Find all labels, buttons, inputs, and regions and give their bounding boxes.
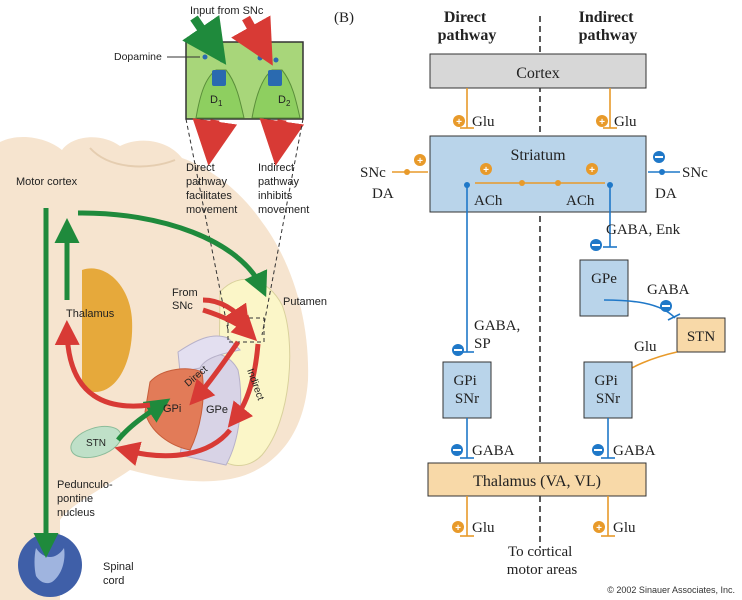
excitatory-icon (593, 521, 605, 533)
d1-label: D1 (210, 94, 223, 108)
stn-glu-label: Glu (634, 339, 657, 355)
gpe-box (579, 259, 629, 317)
gpi-shape (144, 368, 204, 451)
thalamus-box-label: Thalamus (VA, VL) (473, 473, 601, 490)
svg-text:+: + (596, 523, 602, 534)
panel-a: Input from SNc Dopamine D1 D2 Direct pat… (0, 5, 327, 600)
striatum-label: Striatum (510, 147, 566, 164)
brain-fold (89, 147, 176, 168)
from-snc-label: From SNc (172, 287, 201, 312)
gpi-snr-indirect-box (583, 361, 633, 419)
cortex-glu-left: Glu (472, 114, 495, 130)
stn-to-gpi-arrow (116, 398, 171, 442)
stn-label: STN (86, 438, 106, 449)
panel-b-label: (B) (334, 10, 354, 26)
gpi-label: GPi (163, 403, 181, 415)
putamen-to-gpi-arrow (189, 340, 241, 406)
indirect-caption: Indirect pathway inhibits movement (258, 162, 309, 216)
cortex-label: Cortex (516, 65, 560, 82)
svg-text:+: + (483, 165, 489, 176)
excitatory-icon: + + (453, 115, 608, 128)
cortex-glu-right: Glu (614, 114, 637, 130)
ppn-label: Pedunculo- pontine nucleus (57, 479, 116, 519)
cortex-to-putamen-arrow (77, 210, 268, 298)
svg-text:+: + (599, 117, 605, 128)
gpe-label: GPe (206, 404, 228, 416)
ach-left-label: ACh (474, 193, 503, 209)
gpe-box-label: GPe (591, 271, 617, 287)
excitatory-icon (414, 154, 426, 166)
gpi-snr-direct-box (442, 361, 492, 419)
d2-neuron (251, 69, 301, 119)
panel-b: (B) Direct pathway Indirect pathway Cort… (334, 9, 735, 595)
d1-receptor-icon (212, 70, 226, 86)
gpi-gaba-right: GABA (613, 443, 656, 459)
spinal-cord-label: Spinal cord (103, 561, 137, 587)
gaba-sp-label: GABA, SP (474, 318, 524, 352)
direct-pathway-header: Direct pathway (438, 9, 497, 44)
d1-output-arrow (192, 118, 238, 166)
gaba-enk-label: GABA, Enk (606, 222, 681, 238)
gpi-to-thalamus-arrow (54, 320, 151, 409)
dopamine-label: Dopamine (114, 51, 162, 63)
excitatory-icon (452, 521, 464, 533)
stn-box (676, 317, 726, 353)
svg-text:+: + (456, 117, 462, 128)
da-right-label: DA (655, 186, 677, 202)
snc-to-putamen-arrow-2 (202, 307, 258, 342)
snc-red-input-arrow (231, 15, 273, 66)
d2-receptor-icon (268, 70, 282, 86)
putamen-to-gpe-arrow (227, 343, 261, 428)
thalamus-shape (82, 268, 133, 392)
cortex-box (429, 53, 647, 89)
stn-box-label: STN (687, 329, 716, 345)
direct-zone-shape (177, 335, 242, 373)
copyright: © 2002 Sinauer Associates, Inc. (607, 585, 735, 595)
thal-glu-right: Glu (613, 520, 636, 536)
putamen-label: Putamen (283, 296, 327, 308)
red-pathways (54, 297, 261, 466)
svg-text:+: + (455, 523, 461, 534)
d1-neuron (195, 69, 245, 119)
gpi-gaba-left: GABA (472, 443, 515, 459)
svg-text:+: + (589, 165, 595, 176)
d2-label: D2 (278, 94, 291, 108)
gpe-to-stn-arrow (114, 428, 232, 466)
motor-cortex-label: Motor cortex (16, 176, 78, 188)
da-left-label: DA (372, 186, 394, 202)
zoom-lines (185, 118, 304, 336)
excitatory-icon (586, 163, 598, 175)
direct-caption: Direct pathway facilitates movement (186, 162, 237, 216)
thalamus-box (427, 462, 647, 497)
snc-left-label: SNc (360, 165, 386, 181)
input-from-snc-label: Input from SNc (190, 5, 264, 17)
gpi-snr-direct-label: GPi SNr (453, 373, 480, 407)
green-pathways (33, 208, 268, 558)
to-cortical-label: To cortical motor areas (507, 544, 578, 578)
excitatory-icon (480, 163, 492, 175)
gpe-gaba-label: GABA (647, 282, 690, 298)
ach-right-label: ACh (566, 193, 595, 209)
gpi-snr-indirect-label: GPi SNr (594, 373, 621, 407)
svg-text:+: + (417, 156, 423, 167)
d2-output-arrow (259, 118, 305, 166)
snc-right-label: SNc (682, 165, 708, 181)
indirect-pathway-header: Indirect pathway (579, 9, 638, 44)
thal-glu-left: Glu (472, 520, 495, 536)
thalamus-label: Thalamus (66, 308, 115, 320)
snc-green-input-arrow (182, 15, 227, 65)
